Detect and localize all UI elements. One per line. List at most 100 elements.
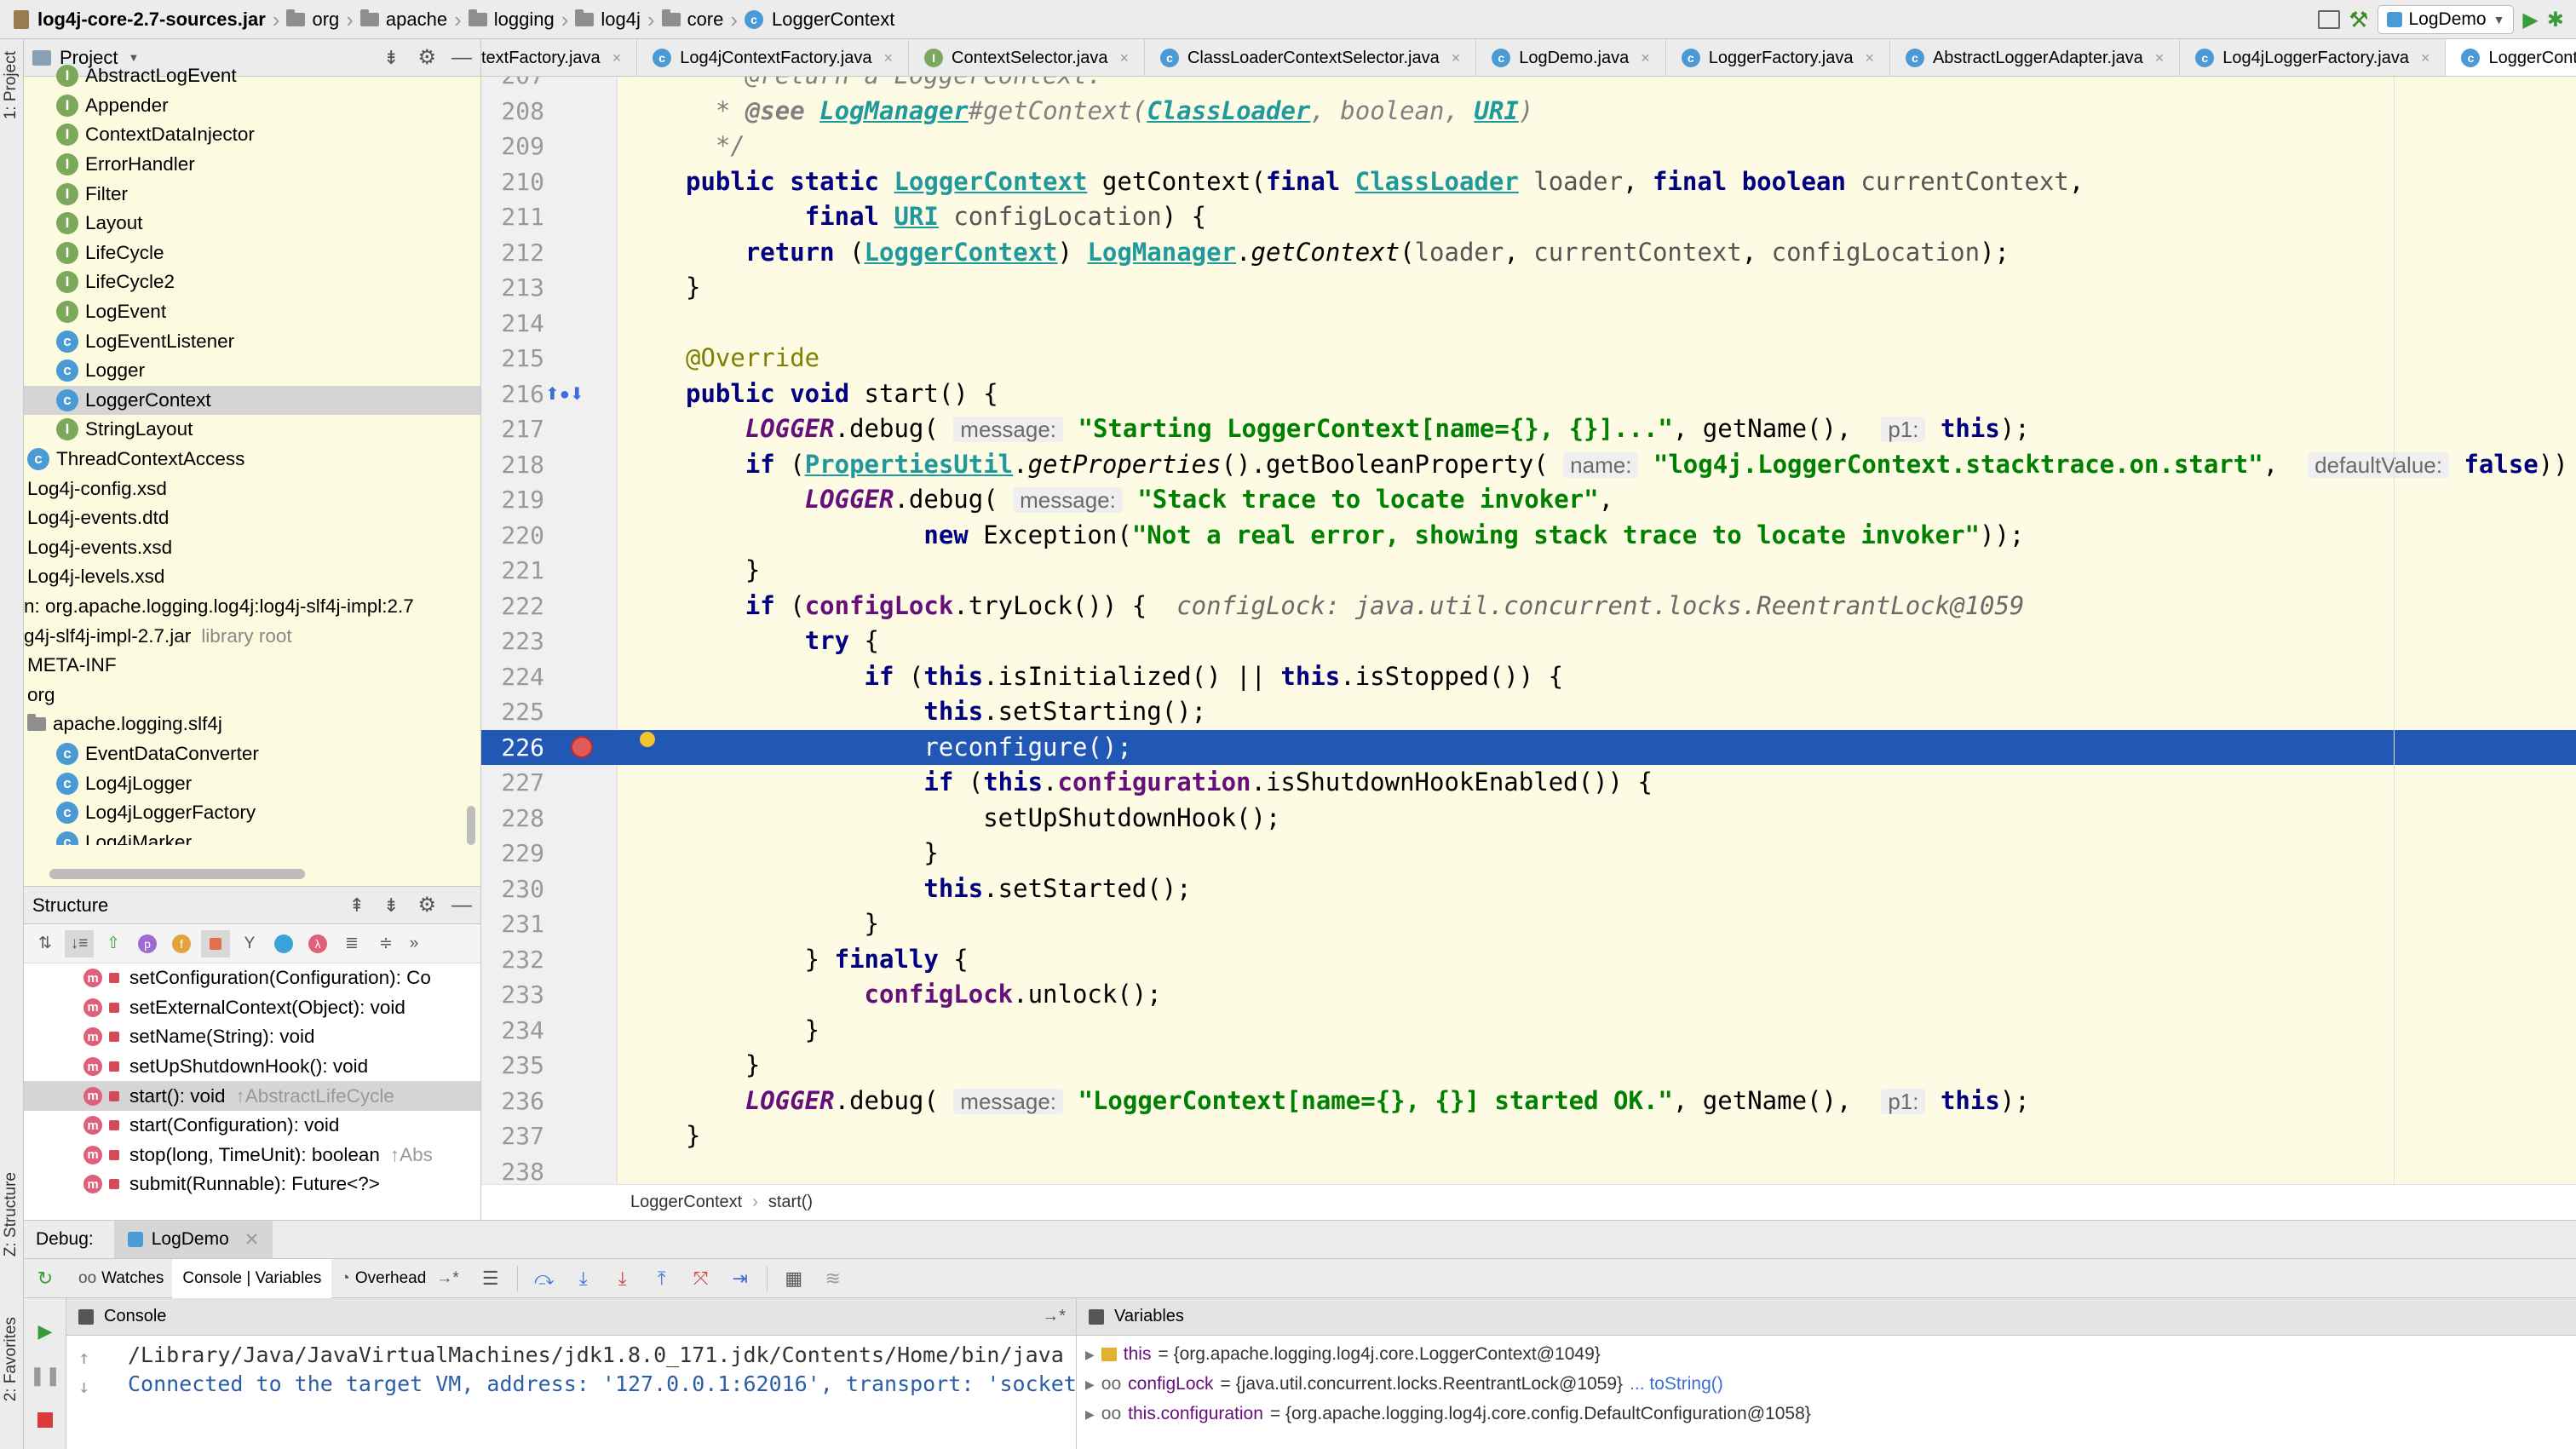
favorites-tool-tab[interactable]: 2: Favorites	[2, 1317, 20, 1402]
code-line[interactable]: 220 new Exception("Not a real error, sho…	[481, 518, 2576, 554]
drop-frame-icon[interactable]: ⤧	[693, 1267, 709, 1289]
to-string-link[interactable]: ... toString()	[1630, 1374, 1723, 1394]
show-non-public-icon[interactable]	[201, 929, 230, 957]
layout-icon[interactable]	[2318, 10, 2341, 29]
breadcrumb-logging[interactable]: logging	[493, 9, 555, 30]
code-line[interactable]: 238	[481, 1154, 2576, 1185]
breadcrumb-apache[interactable]: apache	[385, 9, 448, 30]
debug-session-tab[interactable]: LogDemo ✕	[113, 1221, 273, 1258]
frames-icon[interactable]: ☰	[481, 1267, 499, 1289]
intention-bulb-icon[interactable]	[640, 732, 655, 747]
code-line[interactable]: 222 if (configLock.tryLock()) { configLo…	[481, 589, 2576, 624]
pause-icon[interactable]: ❚❚	[29, 1365, 61, 1386]
code-line[interactable]: 230 this.setStarted();	[481, 871, 2576, 907]
code-line[interactable]: 209 */	[481, 129, 2576, 164]
close-icon[interactable]: ×	[883, 49, 894, 66]
breakpoint-icon[interactable]	[571, 736, 593, 758]
close-icon[interactable]: ✕	[244, 1229, 260, 1250]
close-icon[interactable]: ×	[2420, 49, 2430, 66]
step-into-icon[interactable]: ⤓	[578, 1267, 588, 1289]
close-icon[interactable]: ×	[1865, 49, 1874, 66]
code-line[interactable]: 208 * @see LogManager#getContext(ClassLo…	[481, 94, 2576, 129]
code-line[interactable]: 226 reconfigure();	[481, 729, 2576, 765]
anonymous-class-icon[interactable]	[269, 934, 298, 953]
project-tree-item[interactable]: org	[24, 680, 480, 710]
step-out-icon[interactable]: ⤒	[657, 1267, 666, 1289]
gear-icon[interactable]: ⚙	[417, 46, 436, 69]
tab-watches[interactable]: oo Watches	[70, 1259, 172, 1298]
code-line[interactable]: 219 LOGGER.debug( message: "Stack trace …	[481, 482, 2576, 518]
code-line[interactable]: 207 * @return a LoggerContext.	[481, 77, 2576, 94]
code-line[interactable]: 231 }	[481, 906, 2576, 942]
close-icon[interactable]: ×	[1641, 49, 1650, 66]
project-tree-item[interactable]: Log4j-config.xsd	[24, 474, 480, 503]
project-tree-item[interactable]: n: org.apache.logging.log4j:log4j-slf4j-…	[24, 592, 480, 622]
sort-visibility-icon[interactable]: ⇅	[38, 934, 52, 952]
code-line[interactable]: 233 configLock.unlock();	[481, 977, 2576, 1013]
code-line[interactable]: 212 return (LoggerContext) LogManager.ge…	[481, 235, 2576, 271]
evaluate-expression-icon[interactable]: ▦	[785, 1267, 803, 1289]
override-marker-icon[interactable]: ⬆●⬇	[545, 385, 584, 404]
code-line[interactable]: 221 }	[481, 553, 2576, 589]
expand-arrow-icon[interactable]: ▶	[1085, 1406, 1095, 1421]
pin-icon[interactable]: →*	[1042, 1307, 1066, 1325]
code-line[interactable]: 227 if (this.configuration.isShutdownHoo…	[481, 765, 2576, 801]
resume-icon[interactable]: ▶	[37, 1320, 53, 1342]
breadcrumb-class[interactable]: LoggerContext	[772, 9, 895, 30]
project-tree-item[interactable]: Log4j-events.dtd	[24, 503, 480, 533]
close-icon[interactable]: ×	[612, 49, 622, 66]
project-tree-item[interactable]: apache.logging.slf4j	[24, 710, 480, 739]
minimize-icon[interactable]: —	[451, 45, 472, 69]
project-tree-item[interactable]: Log4j-events.xsd	[24, 533, 480, 563]
rerun-icon[interactable]: ↻	[37, 1267, 54, 1289]
code-line[interactable]: 232 } finally {	[481, 942, 2576, 978]
horizontal-scrollbar[interactable]	[49, 869, 305, 879]
chevron-down-icon[interactable]: ▼	[128, 51, 140, 64]
pin-icon[interactable]: →*	[436, 1268, 459, 1287]
expand-arrow-icon[interactable]: ▶	[1085, 1377, 1095, 1391]
close-icon[interactable]: ×	[1451, 49, 1461, 66]
collapse-all-icon[interactable]: ⇟	[383, 894, 400, 916]
code-line[interactable]: 237}	[481, 1118, 2576, 1154]
code-line[interactable]: 211 final URI configLocation) {	[481, 199, 2576, 235]
expand-all-icon[interactable]: ⇞	[348, 894, 365, 916]
vertical-scrollbar[interactable]	[467, 806, 475, 845]
code-line[interactable]: 213}	[481, 270, 2576, 306]
run-to-cursor-icon[interactable]: ⇥	[732, 1267, 748, 1289]
debug-bug-icon[interactable]: ✱	[2546, 8, 2564, 32]
step-over-icon[interactable]: ⤼	[533, 1267, 555, 1289]
code-line[interactable]: 234 }	[481, 1013, 2576, 1049]
editor-crumb-method[interactable]: start()	[768, 1193, 814, 1211]
sort-alpha-icon[interactable]: ↓≡	[65, 929, 94, 957]
editor-tab[interactable]: textFactory.java×	[481, 39, 638, 76]
structure-tool-tab[interactable]: Z: Structure	[2, 1172, 20, 1257]
stop-icon[interactable]	[31, 1406, 60, 1435]
project-tree-item[interactable]: META-INF	[24, 651, 480, 681]
expand-arrow-icon[interactable]: ▶	[1085, 1347, 1095, 1361]
project-tree-item[interactable]: Log4j-levels.xsd	[24, 562, 480, 592]
hierarchy-icon[interactable]: Y	[244, 934, 256, 952]
close-icon[interactable]: ×	[1119, 49, 1129, 66]
build-hammer-icon[interactable]: ⚒	[2349, 6, 2369, 32]
